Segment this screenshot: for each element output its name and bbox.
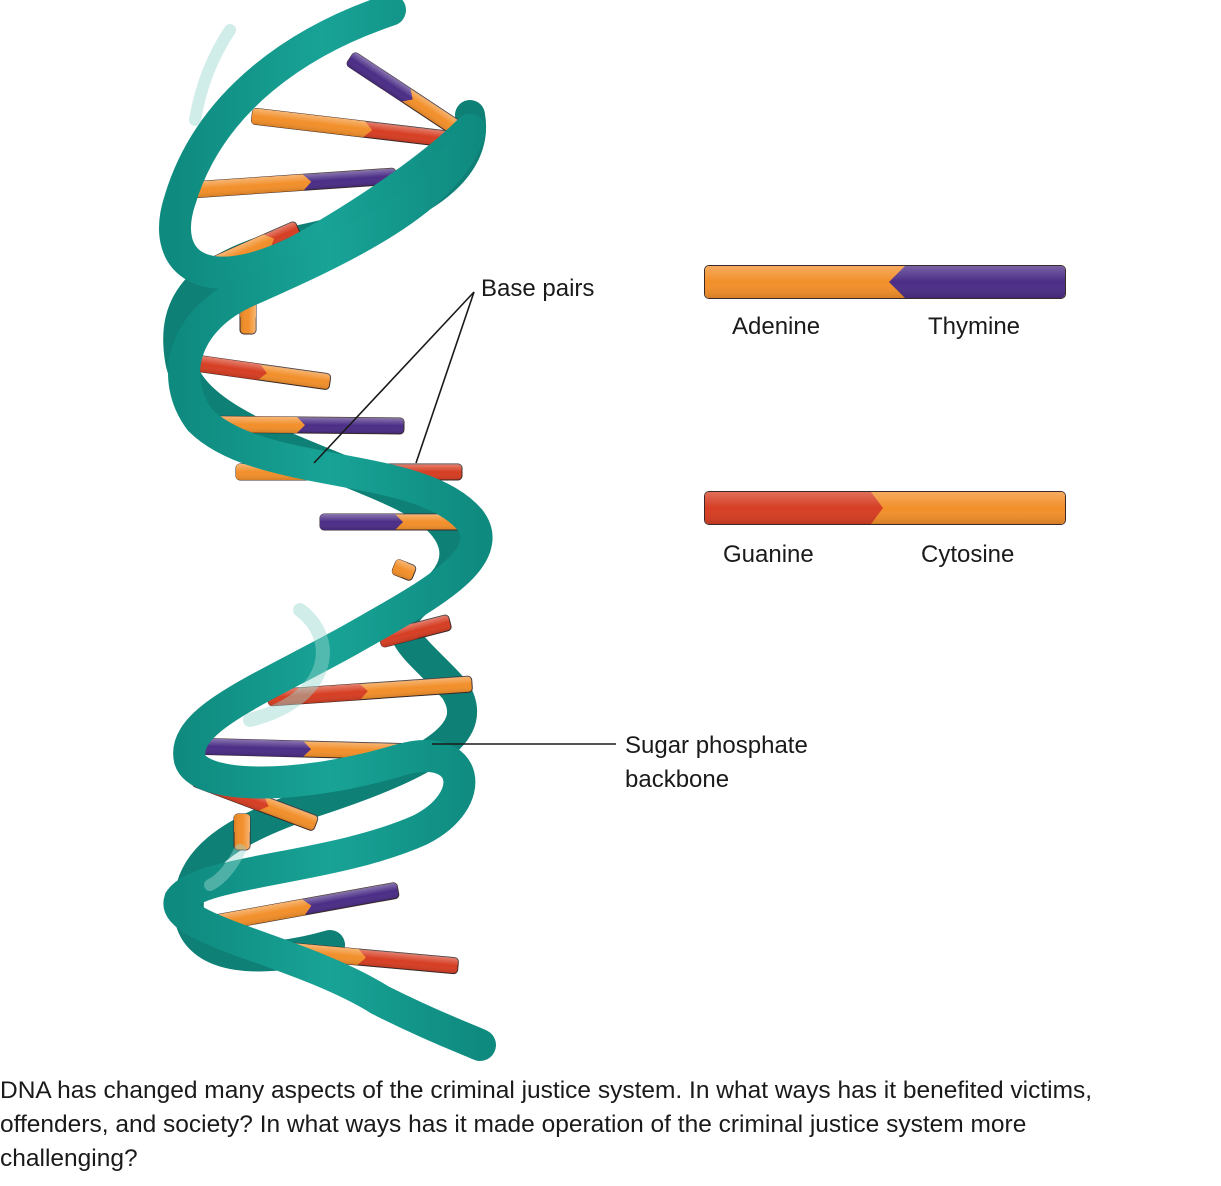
base-pair-rung (346, 52, 466, 138)
base-pair-shading (189, 168, 397, 198)
base-pair-rung (251, 107, 457, 149)
leader-base-pairs-2 (415, 291, 475, 464)
base-pair-shading (347, 52, 465, 138)
dna-helix-diagram (159, 0, 616, 1061)
backbone-strand-front (159, 0, 496, 1061)
legend-label-adenine: Adenine (732, 313, 821, 340)
base-pair-shading (378, 615, 452, 647)
leader-lines (313, 291, 616, 745)
base-pair-rung (319, 513, 471, 531)
base-pair-shading (320, 514, 470, 530)
base-pair-rung (391, 559, 417, 581)
base-pair-shading (187, 354, 331, 390)
leader-base-pairs-1 (313, 291, 475, 464)
legend-label-cytosine: Cytosine (921, 541, 1015, 568)
base-pair-rung (233, 813, 251, 851)
base-pair-rung (378, 614, 452, 648)
base-pair-shading (392, 559, 416, 581)
legend-bar-adenine-thymine (704, 265, 1066, 299)
sugar-phosphate-label-line1: Sugar phosphate (625, 732, 808, 759)
legend-label-thymine: Thymine (928, 313, 1021, 340)
caption-line-2: offenders, and society? In what ways has… (0, 1111, 1027, 1138)
base-pairs-label: Base pairs (481, 275, 595, 302)
caption-line-1: DNA has changed many aspects of the crim… (0, 1077, 1093, 1104)
sugar-phosphate-label-line2: backbone (625, 766, 730, 793)
base-pair-shading (267, 676, 473, 706)
caption-line-3: challenging? (0, 1145, 138, 1172)
base-pair-shading (251, 108, 457, 148)
base-pair-shading (234, 814, 250, 850)
base-pair-shading (187, 882, 399, 936)
legend-bar-guanine-cytosine (704, 491, 1066, 525)
legend-label-guanine: Guanine (723, 541, 814, 568)
caption: DNA has changed many aspects of the crim… (0, 1074, 1221, 1176)
